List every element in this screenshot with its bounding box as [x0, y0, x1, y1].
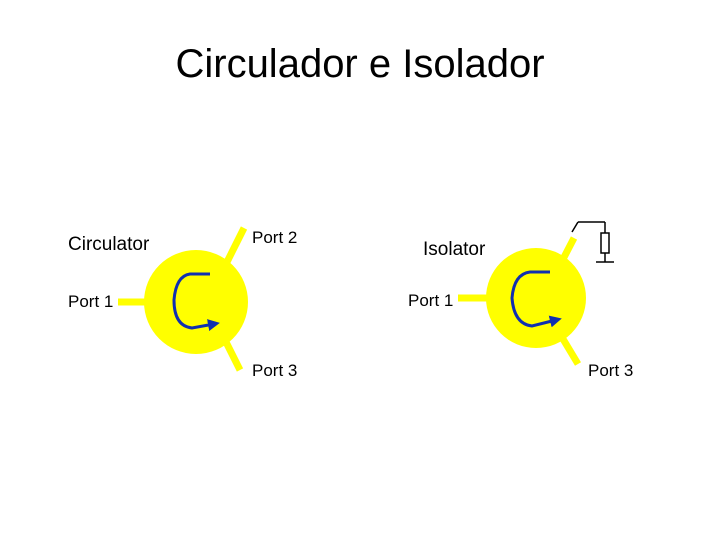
circulator-label: Circulator — [68, 234, 150, 255]
isolator-port1-label: Port 1 — [408, 291, 453, 310]
isolator-group: Isolator Port 1 Port 3 — [408, 221, 633, 380]
isolator-label: Isolator — [423, 239, 486, 260]
isolator-port3-label: Port 3 — [588, 361, 633, 380]
circulator-port2-label: Port 2 — [252, 228, 297, 247]
circulator-port3-label: Port 3 — [252, 361, 297, 380]
circulator-port1-label: Port 1 — [68, 292, 113, 311]
circulator-group: Circulator Port 1 Port 2 Port 3 — [68, 226, 297, 380]
isolator-rotation-arrow — [510, 270, 562, 328]
isolator-body — [486, 248, 586, 348]
circulator-body — [144, 250, 248, 354]
circulator-rotation-arrow — [172, 272, 220, 331]
matched-load-resistor-icon — [571, 221, 614, 263]
slide-title: Circulador e Isolador — [175, 42, 545, 86]
